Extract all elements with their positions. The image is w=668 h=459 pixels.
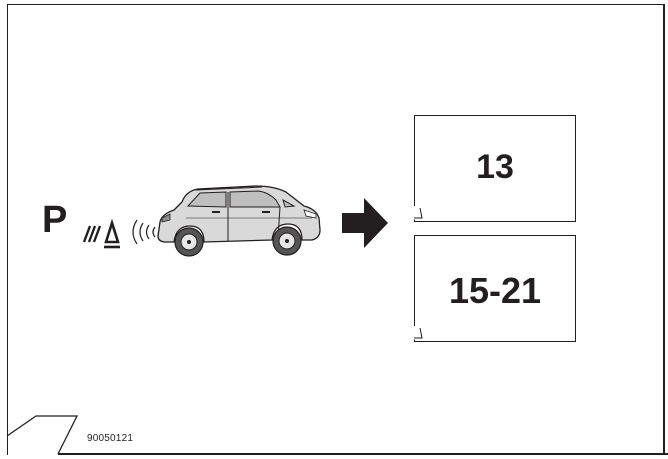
figure-frame (7, 4, 665, 455)
page-reference-box-bottom: 15-21 (414, 235, 576, 342)
sound-waves-icon (132, 219, 156, 245)
page-number-top: 13 (476, 148, 514, 186)
right-arrow-icon (342, 198, 388, 248)
parking-sensor-icon (82, 218, 120, 249)
page-fold-icon (414, 206, 428, 220)
page-reference-box-top: 13 (414, 115, 576, 222)
frame-bottom-edge (58, 453, 668, 455)
figure-code: 90050121 (87, 433, 134, 444)
car-icon (157, 185, 321, 257)
page-fold-icon (414, 326, 428, 340)
figure-tab (0, 410, 79, 459)
page-number-bottom: 15-21 (448, 270, 542, 311)
frame-right-edge (663, 4, 665, 455)
parking-sensor-letter: P (42, 199, 68, 241)
